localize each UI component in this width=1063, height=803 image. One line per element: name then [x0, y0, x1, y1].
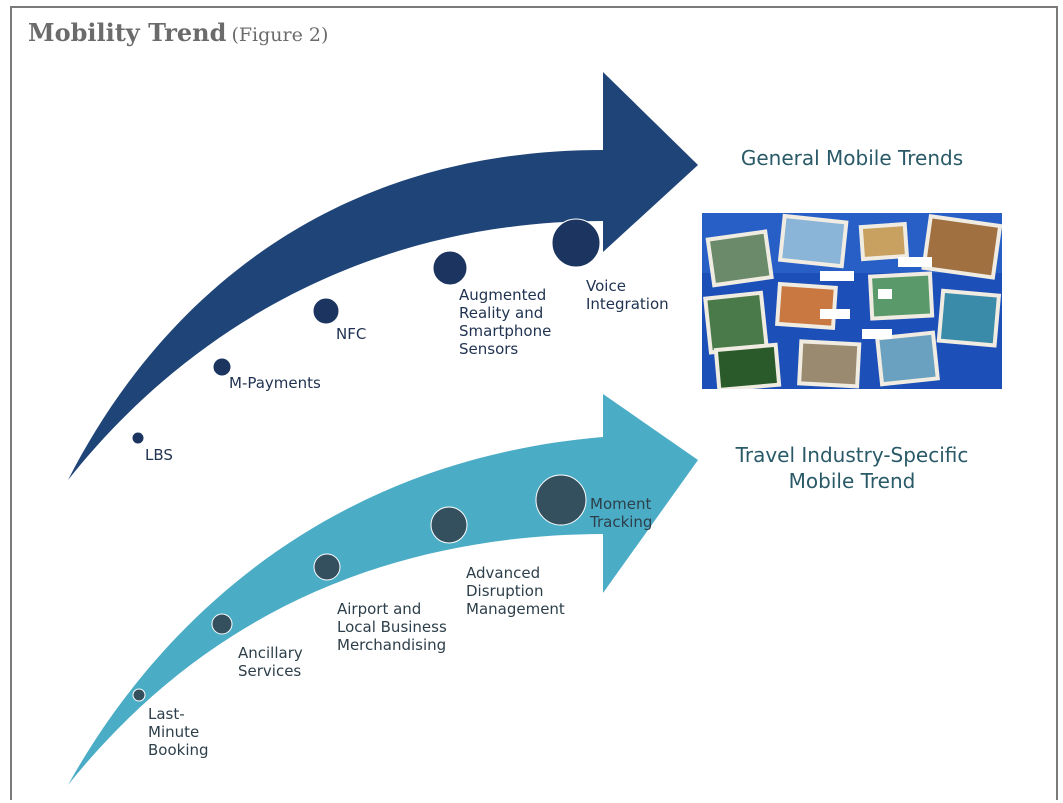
general-dot-m-payments — [212, 357, 232, 377]
travel-item-label: Advanced Disruption Management — [466, 564, 565, 618]
general-dot-nfc — [312, 297, 340, 325]
general-item-label: Augmented Reality and Smartphone Sensors — [459, 286, 552, 358]
figure-title: Mobility Trend (Figure 2) — [28, 18, 328, 47]
general-trend-title: General Mobile Trends — [740, 146, 964, 170]
travel-item-label: Moment Tracking — [590, 495, 653, 531]
travel-item-label: Last- Minute Booking — [148, 705, 209, 759]
general-trend-arrow — [68, 72, 698, 480]
travel-trend-title: Travel Industry-Specific Mobile Trend — [735, 443, 969, 493]
figure-title-main: Mobility Trend — [28, 18, 227, 47]
travel-photo-collage — [702, 213, 1002, 389]
general-item-label: M-Payments — [229, 374, 321, 392]
general-dot-lbs — [131, 431, 145, 445]
travel-dot-moment-tracking — [535, 474, 587, 526]
figure-title-sub: (Figure 2) — [231, 24, 329, 46]
travel-dot-airport-merchandising — [313, 553, 341, 581]
general-item-label: NFC — [336, 325, 367, 343]
travel-photo-collage-icon — [702, 213, 1002, 389]
general-item-label: LBS — [145, 446, 173, 464]
general-dot-augmented-reality — [432, 250, 468, 286]
general-dot-voice-integration — [551, 218, 601, 268]
general-item-label: Voice Integration — [586, 277, 669, 313]
travel-item-label: Ancillary Services — [238, 644, 303, 680]
travel-dot-ancillary-services — [211, 613, 233, 635]
travel-dot-disruption-management — [430, 506, 468, 544]
travel-dot-last-minute-booking — [132, 688, 146, 702]
travel-item-label: Airport and Local Business Merchandising — [337, 600, 447, 654]
